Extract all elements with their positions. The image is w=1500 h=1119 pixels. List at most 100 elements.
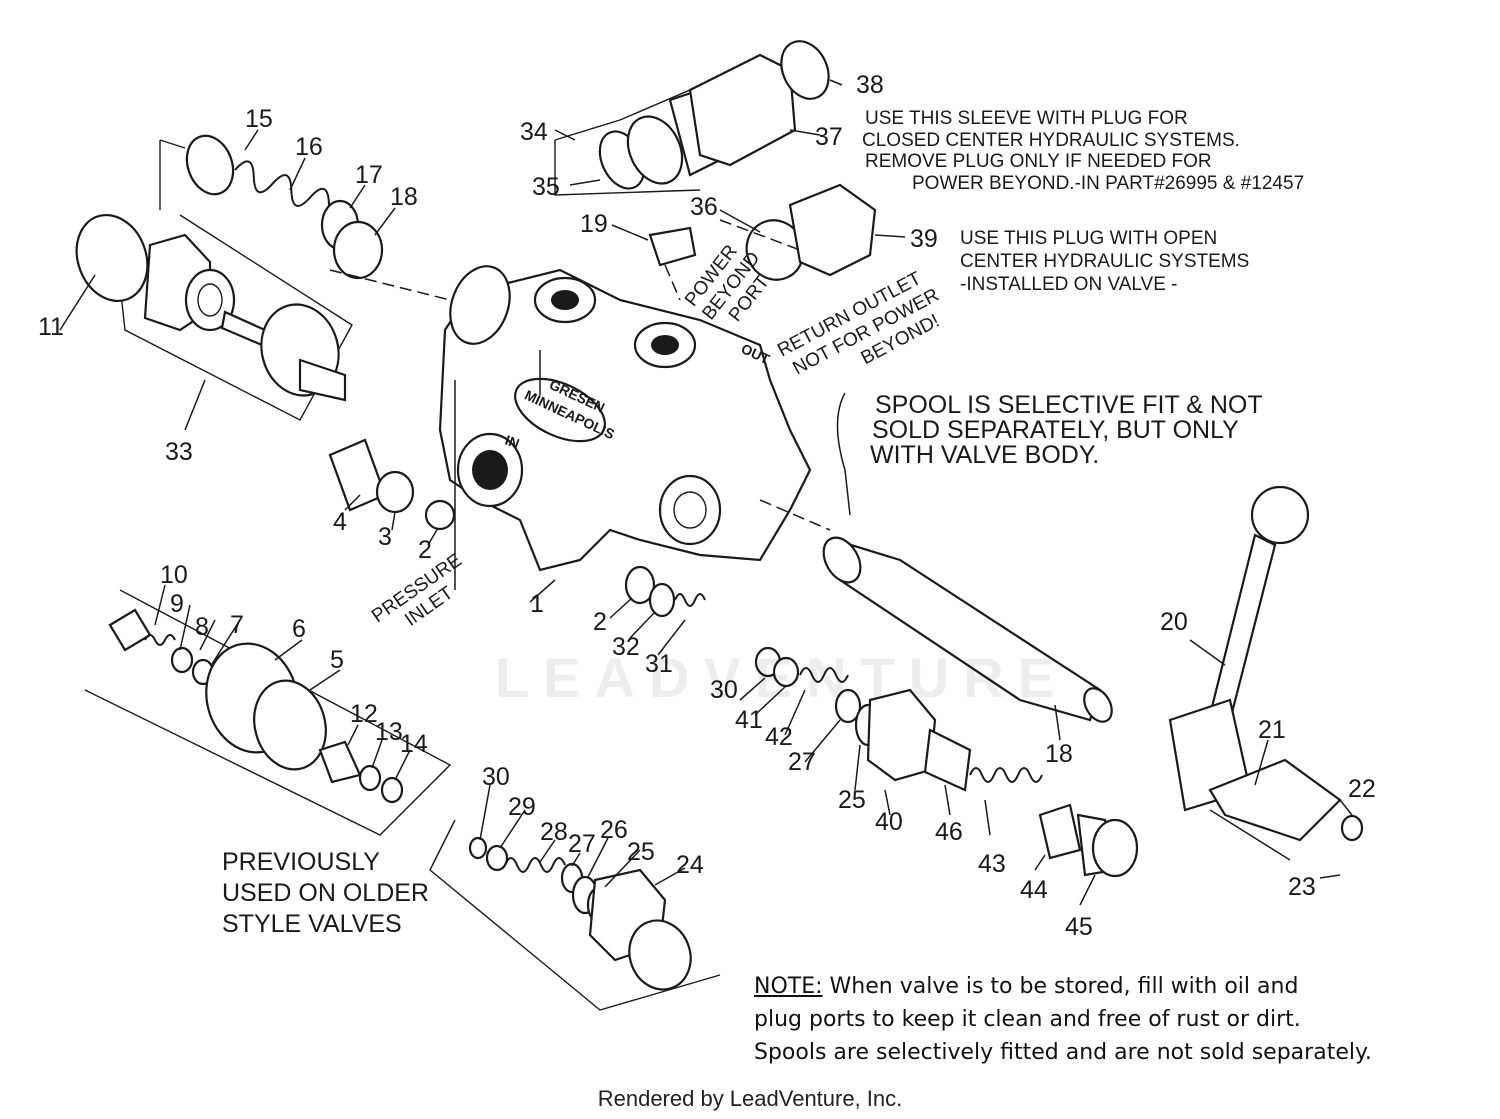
pin — [220, 310, 267, 347]
group-bracket-33 — [119, 214, 353, 421]
part-label-43: 43 — [978, 850, 1006, 878]
part-label-5: 5 — [330, 646, 344, 674]
part-44 — [1038, 803, 1082, 860]
part-label-40: 40 — [875, 808, 903, 836]
part-label-12: 12 — [350, 700, 378, 728]
in-mark: IN — [503, 432, 522, 452]
part-label-13: 13 — [375, 718, 403, 746]
piston-stem — [298, 358, 347, 402]
part-label-42: 42 — [765, 723, 793, 751]
part-label-31: 31 — [645, 650, 673, 678]
sleeve-note-line1: USE THIS SLEEVE WITH PLUG FOR — [865, 108, 1188, 129]
part-label-37: 37 — [815, 123, 843, 151]
part-label-39: 39 — [910, 225, 938, 253]
cap-assembly-33 — [75, 134, 451, 421]
part-label-11: 11 — [38, 313, 64, 341]
parts-2-31-32 — [624, 565, 706, 618]
part-30a — [468, 836, 488, 860]
link-21 — [1208, 758, 1342, 842]
sleeve-note-line4: POWER BEYOND.-IN PART#26995 & #12457 — [912, 173, 1304, 194]
part-label-41: 41 — [735, 706, 763, 734]
part-31 — [674, 593, 706, 607]
relief-assembly-24 — [429, 819, 721, 1011]
part-42 — [799, 667, 849, 683]
storage-note: NOTE: When valve is to be stored, fill w… — [754, 970, 1474, 1069]
parts-2-3-4 — [328, 438, 456, 531]
note-heading: NOTE: — [754, 974, 823, 999]
sleeve-37 — [688, 53, 797, 167]
part-label-17: 17 — [355, 161, 383, 189]
spool-note: SPOOL IS SELECTIVE FIT & NOT SOLD SEPARA… — [870, 391, 1263, 469]
part-label-23: 23 — [1288, 873, 1316, 901]
part-label-2a: 2 — [418, 536, 432, 564]
part-label-18a: 18 — [390, 183, 418, 211]
part-label-36: 36 — [690, 193, 718, 221]
ring-36 — [626, 115, 684, 185]
part-9 — [144, 634, 176, 646]
note-line2: plug ports to keep it clean and free of … — [754, 1007, 1301, 1032]
part-label-32: 32 — [612, 633, 640, 661]
part-label-27a: 27 — [568, 830, 596, 858]
brand-plate — [514, 377, 606, 443]
watermark: LEADVENTURE — [495, 646, 1070, 709]
plug-note-line1: USE THIS PLUG WITH OPEN — [960, 228, 1217, 249]
part-28 — [504, 857, 566, 873]
seat-ring — [184, 268, 236, 332]
spool-note-line2: SOLD SEPARATELY, BUT ONLY — [872, 416, 1239, 444]
part-label-4: 4 — [333, 508, 347, 536]
part-label-9: 9 — [170, 590, 184, 618]
part-32 — [648, 582, 676, 618]
note-line1: NOTE: When valve is to be stored, fill w… — [754, 970, 1474, 1003]
washer-15 — [185, 134, 235, 196]
pin-22 — [1340, 814, 1364, 842]
leader-lines — [59, 79, 1353, 906]
part-label-25a: 25 — [627, 838, 655, 866]
part-label-14: 14 — [400, 730, 428, 758]
part-label-25b: 25 — [838, 786, 866, 814]
previously-used-line3: STYLE VALVES — [222, 910, 402, 938]
part-label-33: 33 — [165, 438, 193, 466]
plug-note-line3: -INSTALLED ON VALVE - — [960, 274, 1178, 295]
part-27b — [834, 688, 862, 724]
body-end-cap — [449, 265, 511, 345]
part-4 — [328, 438, 387, 512]
part-label-21: 21 — [1258, 716, 1286, 744]
sleeve-note-line2: CLOSED CENTER HYDRAULIC SYSTEMS. — [862, 130, 1240, 151]
plug-38 — [780, 40, 830, 100]
part-label-19: 19 — [580, 210, 608, 238]
part-10 — [108, 608, 152, 652]
part-label-10: 10 — [160, 561, 188, 589]
sleeve-assembly — [554, 40, 877, 301]
spool — [759, 392, 1113, 723]
ring-18 — [332, 220, 384, 280]
plug-note-line2: CENTER HYDRAULIC SYSTEMS — [960, 251, 1249, 272]
part-label-6: 6 — [292, 615, 306, 643]
part-label-27b: 27 — [788, 748, 816, 776]
part-label-20: 20 — [1160, 608, 1188, 636]
part-5 — [253, 679, 327, 771]
handle-knob — [1250, 485, 1310, 545]
plug-39 — [788, 183, 877, 277]
part-3 — [375, 470, 415, 514]
group-bracket-24 — [429, 819, 721, 1011]
part-label-46: 46 — [935, 818, 963, 846]
spool-note-line3: WITH VALVE BODY. — [870, 441, 1099, 469]
relief-assembly-40 — [754, 646, 1139, 878]
return-outlet-label: RETURN OUTLET NOT FOR POWER BEYOND! — [774, 268, 943, 380]
cotter-23 — [1209, 809, 1291, 861]
part-label-34: 34 — [520, 118, 548, 146]
part-label-28: 28 — [540, 818, 568, 846]
part-label-24: 24 — [676, 851, 704, 879]
part-label-35: 35 — [532, 173, 560, 201]
previously-used-label: PREVIOUSLY USED ON OLDER STYLE VALVES — [222, 848, 429, 938]
part-2a — [424, 499, 456, 531]
part-2b — [624, 565, 656, 605]
sleeve-note-line3: REMOVE PLUG ONLY IF NEEDED FOR — [865, 151, 1212, 172]
sleeve-note: USE THIS SLEEVE WITH PLUG FOR CLOSED CEN… — [862, 108, 1304, 194]
part-29 — [485, 844, 509, 872]
part-label-16: 16 — [295, 133, 323, 161]
note-text1: When valve is to be stored, fill with oi… — [829, 974, 1299, 999]
spool-bore — [658, 474, 722, 546]
part-43 — [969, 767, 1043, 783]
part-label-26: 26 — [600, 816, 628, 844]
